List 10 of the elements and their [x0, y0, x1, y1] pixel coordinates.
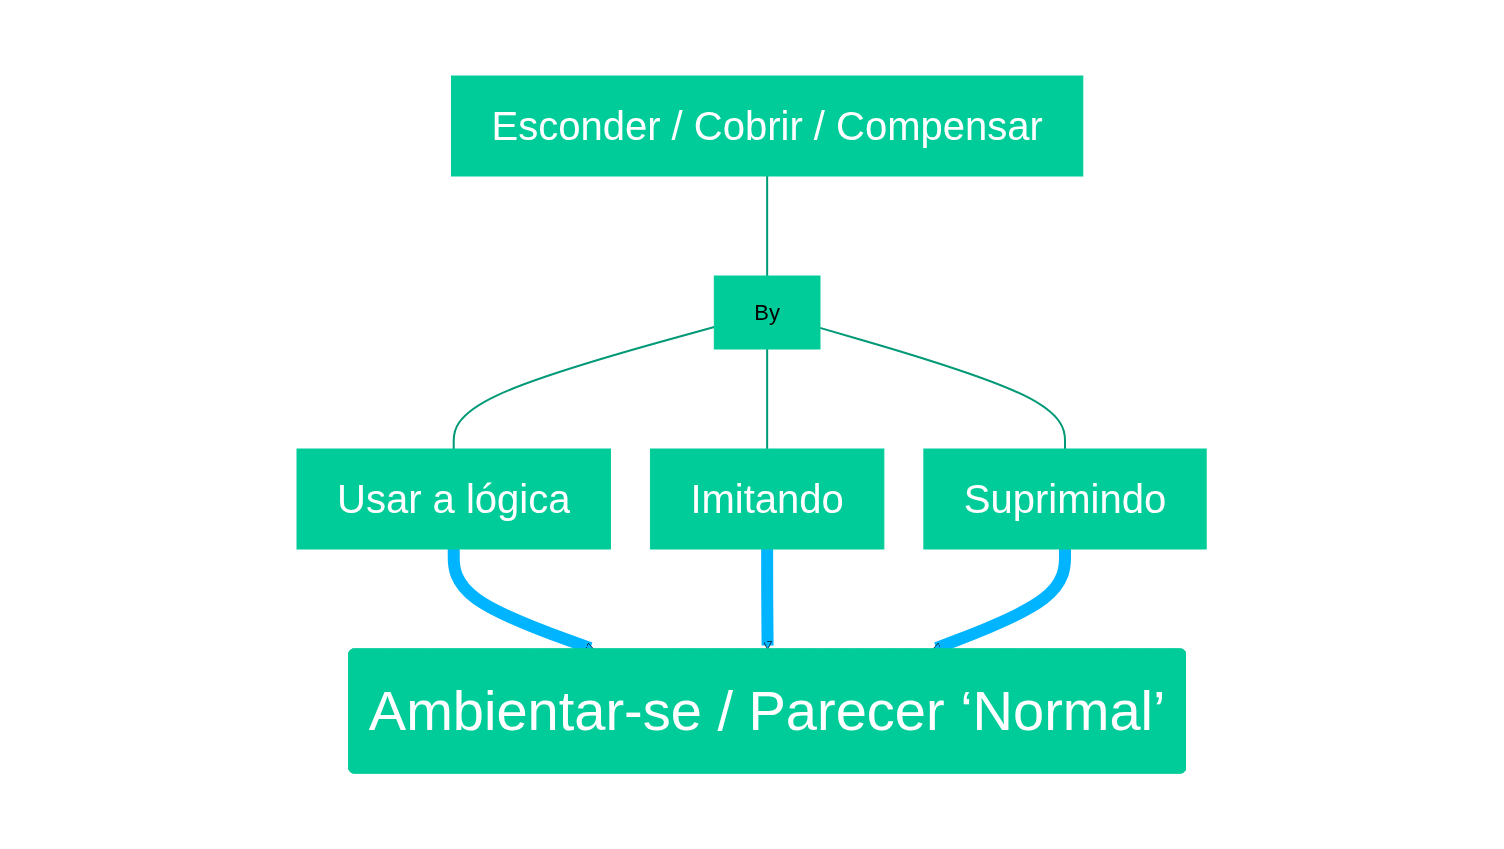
connector — [766, 348, 769, 450]
connector — [766, 175, 769, 277]
node-box: Imitando — [650, 448, 885, 550]
arrow — [761, 549, 774, 650]
node-box: Usar a lógica — [296, 448, 612, 550]
node-box: By — [714, 275, 821, 350]
connector — [453, 326, 716, 450]
connector — [819, 326, 1067, 450]
node-box: Suprimindo — [923, 448, 1208, 550]
node-box: Esconder / Cobrir / Compensar — [451, 75, 1084, 177]
